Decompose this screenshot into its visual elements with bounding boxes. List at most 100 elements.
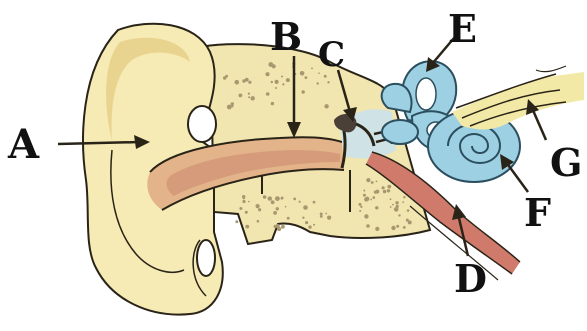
bone-dot [366, 178, 370, 182]
bone-dot [391, 226, 395, 230]
bone-dot [302, 217, 304, 219]
bone-dot [328, 217, 330, 219]
bone-dot [266, 92, 270, 96]
bone-dot [360, 206, 362, 208]
bone-dot [272, 64, 276, 68]
bone-dot [248, 81, 251, 84]
bone-dot [375, 206, 378, 209]
bone-dot [371, 181, 374, 184]
bone-dot [223, 76, 226, 79]
bone-dot [235, 220, 238, 223]
bone-dot [245, 225, 249, 229]
bone-dot [239, 94, 243, 98]
bone-dot [245, 78, 249, 82]
bone-dot [396, 225, 399, 228]
bone-dot [231, 105, 233, 107]
bone-dot [271, 102, 274, 105]
bone-dot [305, 76, 308, 79]
bone-dot [248, 93, 250, 95]
bone-dot [374, 191, 377, 194]
bone-dot [271, 200, 275, 204]
label-a: A [7, 121, 40, 168]
bone-dot [287, 217, 290, 220]
arrow-g [532, 108, 546, 140]
bone-dot [365, 197, 370, 202]
bone-dot [390, 198, 392, 200]
bone-dot [311, 68, 313, 70]
bone-dot [390, 206, 392, 208]
bone-dot [281, 76, 283, 78]
bone-dot [403, 196, 405, 198]
bone-dot [286, 78, 290, 82]
bone-dot [300, 71, 305, 76]
label-b: B [270, 14, 302, 59]
bone-dot [403, 226, 406, 229]
bone-dot [325, 213, 327, 215]
bone-dot [299, 201, 301, 203]
bone-dot [303, 205, 308, 210]
bone-dot [364, 214, 368, 218]
bone-dot [366, 224, 370, 228]
bone-dot [257, 220, 260, 223]
bone-dot [327, 81, 329, 83]
bone-dot [370, 199, 372, 201]
bone-dot [320, 215, 323, 218]
bone-dot [239, 207, 242, 210]
lower-cartilage [197, 240, 215, 276]
bone-dot [275, 196, 280, 201]
bone-dot [293, 198, 296, 201]
bone-dot [242, 200, 245, 203]
bone-dot [268, 196, 272, 200]
label-f: F [524, 190, 551, 235]
bone-dot [359, 203, 362, 206]
bone-dot [376, 181, 378, 183]
bone-dot [313, 224, 315, 226]
bone-dot [308, 225, 311, 228]
bone-dot [256, 204, 260, 208]
bone-dot [273, 211, 277, 215]
bone-dot [265, 72, 269, 76]
bone-dot [363, 194, 366, 197]
bone-dot [263, 195, 267, 199]
cartilage-oval [188, 106, 216, 142]
bone-dot [275, 87, 277, 89]
bone-dot [363, 190, 365, 192]
bone-dot [387, 185, 391, 189]
bone-dot [392, 204, 394, 206]
bone-dot [359, 210, 361, 212]
bone-dot [251, 96, 255, 100]
bone-dot [285, 206, 287, 208]
bone-dot [275, 80, 279, 84]
bone-dot [373, 196, 376, 199]
bone-dot [395, 201, 398, 204]
label-c: C [318, 35, 345, 75]
bone-dot [282, 83, 284, 85]
bone-dot [248, 96, 250, 98]
label-d: D [454, 256, 487, 301]
bone-dot [317, 82, 319, 84]
bone-dot [324, 104, 328, 108]
auditory-nerve [452, 66, 584, 130]
bone-dot [227, 105, 232, 110]
bone-dot [407, 209, 410, 212]
bone-dot [271, 81, 273, 83]
bone-dot [382, 186, 385, 189]
label-e: E [448, 6, 477, 51]
bone-dot [248, 201, 250, 203]
bone-dot [302, 90, 305, 93]
bone-dot [281, 197, 284, 200]
bone-dot [281, 225, 285, 229]
bone-dot [258, 208, 261, 211]
bone-dot [402, 201, 404, 203]
bone-dot [396, 205, 399, 208]
arrow-f [506, 162, 528, 192]
bone-dot [274, 225, 277, 228]
bone-dot [245, 211, 248, 214]
bone-dot [305, 221, 308, 224]
bone-dot [375, 227, 379, 231]
bone-dot [313, 201, 316, 204]
bone-dot [235, 80, 240, 85]
bone-dot [276, 207, 279, 210]
label-g: G [550, 140, 582, 185]
bone-dot [387, 189, 390, 192]
